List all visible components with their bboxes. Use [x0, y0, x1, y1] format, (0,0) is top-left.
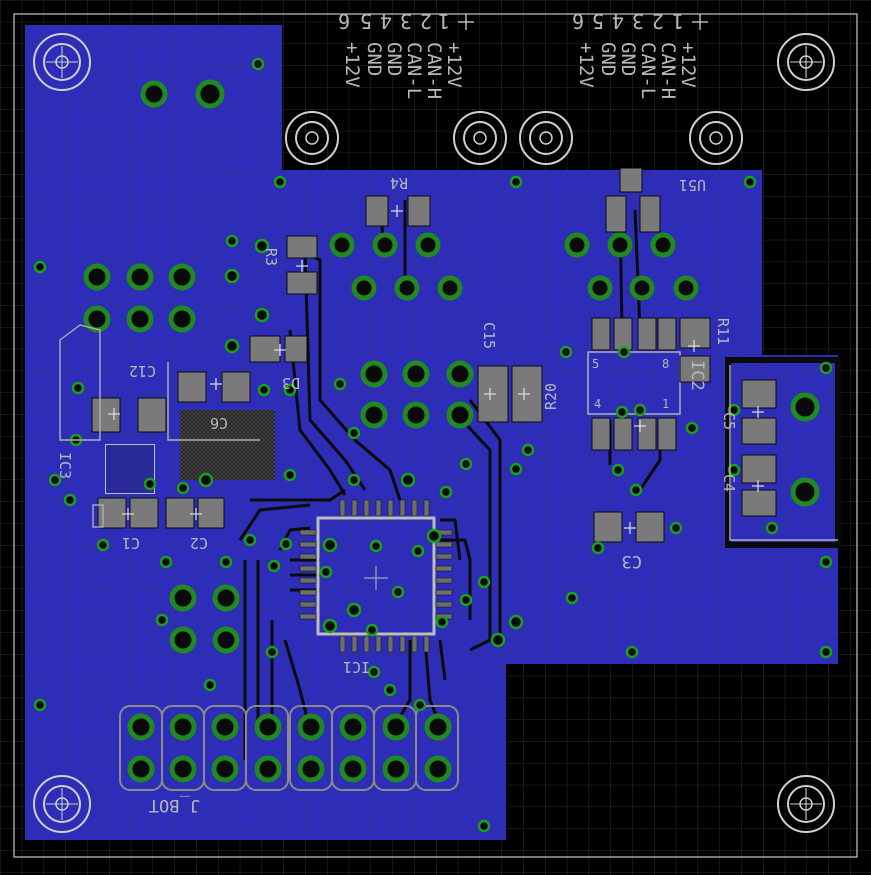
conn2-signal-6: +12V — [575, 42, 597, 88]
label-u51: U51 — [679, 176, 706, 194]
conn2-signal-2: CAN-H — [657, 42, 679, 99]
conn2-pin-5: 5 — [592, 9, 604, 33]
c4-c5-isolation — [725, 357, 841, 548]
label-c3: C3 — [622, 551, 642, 571]
conn1-pin-6: 6 — [338, 9, 350, 33]
conn1-pin-5: 5 — [360, 9, 372, 33]
label-j-bot: J_BOT — [149, 795, 200, 815]
label-pin5: 5 — [592, 357, 599, 371]
through-hole-pads — [83, 79, 820, 654]
conn2-pin-6: 6 — [572, 9, 584, 33]
j-bot-header — [119, 705, 459, 791]
label-c12: C12 — [129, 362, 156, 380]
connector-hole-4 — [689, 111, 743, 165]
ic2-footprint — [587, 351, 681, 415]
smd-pads — [91, 167, 777, 543]
conn2-signal-5: GND — [597, 42, 619, 76]
label-r20: R20 — [542, 383, 560, 410]
conn2-signal-1: +12V — [677, 42, 699, 88]
label-c6: C6 — [210, 414, 228, 432]
conn2-signal-4: GND — [617, 42, 639, 76]
conn2-pin-4: 4 — [612, 9, 624, 33]
silk-outlines — [59, 324, 838, 541]
designators: R4 R3 U51 C15 R20 IC2 5 8 4 1 R11 C12 C6… — [56, 174, 738, 815]
label-c15: C15 — [480, 322, 498, 349]
label-r11: R11 — [714, 318, 732, 345]
conn1-signal-2: CAN-H — [423, 42, 445, 99]
mounting-holes — [33, 33, 835, 833]
conn1-pin-2: 2 — [420, 9, 432, 33]
connector-hole-3 — [519, 111, 573, 165]
silk-marks — [108, 14, 764, 534]
label-r3: R3 — [262, 248, 280, 266]
vias — [33, 57, 833, 833]
connector-hole-1 — [285, 111, 339, 165]
conn1-pin-1: 1 — [438, 9, 450, 33]
label-pin8: 8 — [662, 357, 669, 371]
connector-1: 1 2 3 4 5 6 +12V CAN-H CAN-L GND GND +12… — [338, 9, 465, 99]
conn2-pin-3: 3 — [632, 9, 644, 33]
board-outline — [13, 13, 858, 858]
conn1-pin-4: 4 — [380, 9, 392, 33]
mounting-hole-top-right — [777, 33, 835, 91]
label-c1: C1 — [122, 534, 140, 552]
conn1-signal-3: CAN-L — [403, 42, 425, 99]
conn2-pin-2: 2 — [652, 9, 664, 33]
label-pin1: 1 — [662, 397, 669, 411]
conn2-signal-3: CAN-L — [637, 42, 659, 99]
label-c4: C4 — [720, 474, 738, 492]
conn1-signal-4: GND — [383, 42, 405, 76]
conn1-signal-5: GND — [363, 42, 385, 76]
conn1-signal-1: +12V — [443, 42, 465, 88]
label-ic2: IC2 — [687, 360, 707, 391]
label-ic1: IC1 — [343, 658, 370, 676]
label-c5: C5 — [720, 412, 738, 430]
mounting-hole-bottom-left — [33, 775, 91, 833]
label-ic3: IC3 — [56, 452, 74, 479]
c6-ground-pad — [180, 410, 275, 480]
connector-2: 1 2 3 4 5 6 +12V CAN-H CAN-L GND GND +12… — [572, 9, 699, 99]
label-pin4: 4 — [594, 397, 601, 411]
label-d3: D3 — [282, 374, 300, 392]
conn2-pin-1: 1 — [672, 9, 684, 33]
label-r4: R4 — [390, 174, 408, 192]
conn1-pin-3: 3 — [400, 9, 412, 33]
mounting-hole-top-left — [33, 33, 91, 91]
mounting-hole-bottom-right — [777, 775, 835, 833]
connector-hole-2 — [453, 111, 507, 165]
label-c2: C2 — [190, 534, 208, 552]
conn1-signal-6: +12V — [341, 42, 363, 88]
